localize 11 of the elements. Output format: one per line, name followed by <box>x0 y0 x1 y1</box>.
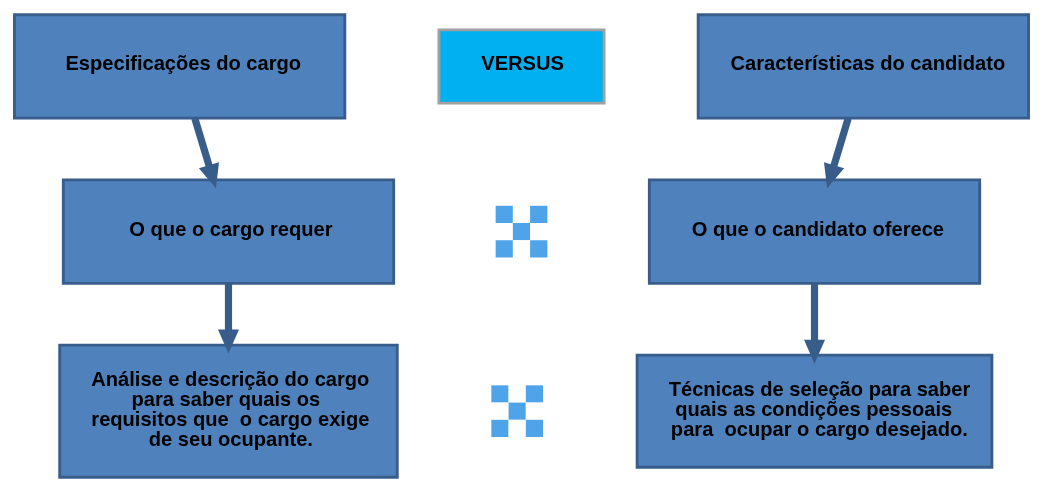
arrow <box>191 117 220 189</box>
node-box: Características do candidato <box>696 13 1030 120</box>
node-box: O que o candidato oferece <box>647 178 982 285</box>
arrow <box>804 283 826 364</box>
node-box: O que o cargo requer <box>61 178 396 285</box>
node-box: Análise e descrição do cargo para saber quais os requisitos que o cargo exige de seu ocupante. <box>58 343 399 479</box>
node-box: Técnicas de seleção para saber quais as condições pessoais para ocupar o cargo desejado. <box>635 353 994 469</box>
node-box: VERSUS <box>437 28 606 105</box>
arrow <box>823 117 852 189</box>
arrow <box>217 283 239 354</box>
node-box: Especificações do cargo <box>13 13 347 120</box>
